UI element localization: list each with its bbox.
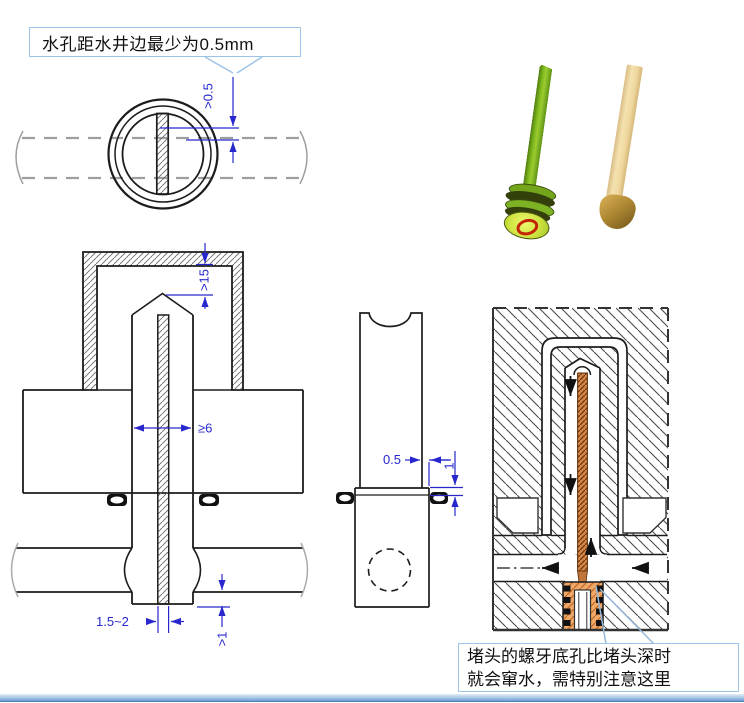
o-ring-seals: [336, 492, 448, 504]
baffle-plate-base: [354, 487, 430, 608]
baffle-strip-section: [157, 314, 170, 605]
dim-baffle-step-offset: 0.5: [383, 452, 401, 467]
water-hole-note-pointer: [204, 56, 263, 74]
dim-hole-to-well-edge-lines: [160, 77, 239, 163]
cross-channel-lines: [10, 542, 309, 598]
green-baffle-threaded-head: [498, 180, 559, 244]
pocket-notch-right: [622, 497, 667, 534]
plug-note-line1: 堵头的螺牙底孔比堵头深时: [467, 646, 671, 666]
water-flow-arrows: [541, 376, 649, 575]
baffle-plate-outline: [359, 312, 423, 488]
dim-baffle-thickness: 1.5~2: [96, 614, 129, 629]
baffle-strip-brown: [577, 372, 588, 572]
note-box-water-hole: 水孔距水井边最少为0.5mm: [29, 27, 301, 57]
baffle-plate-side-view: 0.5 1: [336, 312, 463, 608]
water-hole-note-text: 水孔距水井边最少为0.5mm: [42, 34, 254, 54]
o-ring-seals: [107, 494, 219, 506]
dim-baffle-step-height: 1: [442, 462, 457, 469]
dim-well-bottom-clearance: >1: [215, 632, 230, 647]
hidden-channel-circle: [367, 548, 412, 592]
plug-note-pointer: [595, 585, 655, 645]
baffle-plug-3d-brass-image: [580, 58, 650, 240]
dim-well-min-diameter: ≥6: [198, 421, 212, 436]
dim-lines-blue: [133, 243, 230, 633]
water-well-top-view: >0.5: [15, 77, 308, 210]
plug-note-line2: 就会窜水，需特别注意这里: [467, 669, 671, 689]
block-borders: [492, 307, 669, 632]
baffle-strip-top-view: [155, 112, 170, 195]
baffle-plug-3d-green-image: [498, 58, 568, 243]
note-box-plug-leak: 堵头的螺牙底孔比堵头深时 就会窜水，需特别注意这里: [458, 643, 739, 692]
water-well-section-view: >15 ≥6 1.5~2 >1: [10, 243, 309, 647]
brass-baffle-blade: [606, 64, 643, 200]
footer-accent-bar: [0, 694, 744, 702]
pocket-notch-left: [496, 497, 539, 534]
flow-over-baffle-arc: [573, 366, 592, 376]
dim-hole-to-well-edge: >0.5: [201, 83, 216, 109]
thread-bottom-hole: [573, 589, 592, 631]
dim-well-tip-depth: >15: [197, 269, 212, 291]
dim-lines-blue: [405, 451, 463, 516]
plug-leak-section-view: [492, 307, 669, 645]
green-baffle-blade: [522, 64, 553, 193]
brass-plug-head: [596, 192, 638, 232]
thread-marks: [563, 585, 603, 626]
